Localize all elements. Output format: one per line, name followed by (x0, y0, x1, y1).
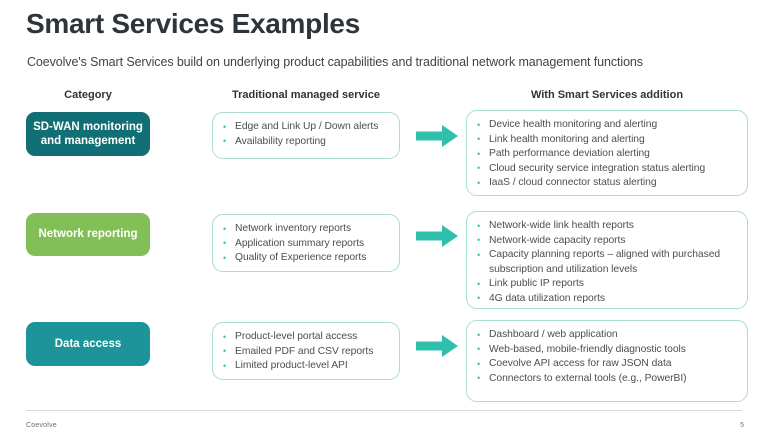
smart-service-box: Dashboard / web application Web-based, m… (466, 320, 748, 402)
bullet-list: Dashboard / web application Web-based, m… (475, 328, 737, 386)
list-item: Link public IP reports (475, 277, 737, 292)
list-item: Availability reporting (221, 134, 389, 150)
list-item: Product-level portal access (221, 330, 389, 345)
page-subtitle: Coevolve's Smart Services build on under… (27, 55, 643, 69)
list-item: Network-wide capacity reports (475, 233, 737, 249)
footer-page-number: 5 (740, 422, 744, 429)
category-badge-sdwan[interactable]: SD-WAN monitoring and management (26, 112, 150, 156)
bullet-list: Network-wide link health reports Network… (475, 219, 737, 307)
category-badge-label: Data access (54, 337, 122, 350)
column-header-traditional: Traditional managed service (232, 89, 380, 101)
list-item: Edge and Link Up / Down alerts (221, 120, 389, 135)
list-item: Path performance deviation alerting (475, 147, 737, 162)
traditional-service-box: Product-level portal access Emailed PDF … (212, 322, 400, 380)
bullet-list: Product-level portal access Emailed PDF … (221, 330, 389, 374)
column-header-smart: With Smart Services addition (530, 89, 684, 101)
arrow-right-icon (416, 125, 458, 147)
category-badge-data-access[interactable]: Data access (26, 322, 150, 366)
list-item: Capacity planning reports – aligned with… (475, 248, 737, 277)
list-item: Application summary reports (221, 236, 389, 252)
list-item: Link health monitoring and alerting (475, 132, 737, 148)
list-item: Cloud security service integration statu… (475, 161, 737, 177)
list-item: Network inventory reports (221, 222, 389, 237)
category-badge-label: Network reporting (38, 228, 138, 241)
category-badge-label: SD-WAN monitoring and management (33, 120, 143, 147)
category-badge-network-reporting[interactable]: Network reporting (26, 213, 150, 256)
list-item: Emailed PDF and CSV reports (221, 344, 389, 360)
list-item: Limited product-level API (221, 359, 389, 374)
column-header-category: Category (64, 89, 112, 101)
bullet-list: Device health monitoring and alerting Li… (475, 118, 737, 191)
list-item: Network-wide link health reports (475, 219, 737, 234)
list-item: Quality of Experience reports (221, 251, 389, 266)
traditional-service-box: Network inventory reports Application su… (212, 214, 400, 272)
list-item: Dashboard / web application (475, 328, 737, 343)
arrow-right-icon (416, 225, 458, 247)
footer-divider (26, 410, 742, 411)
footer-brand: Coevolve (26, 422, 57, 429)
list-item: Web-based, mobile-friendly diagnostic to… (475, 342, 737, 358)
arrow-right-icon (416, 335, 458, 357)
page-title: Smart Services Examples (26, 8, 360, 39)
bullet-list: Edge and Link Up / Down alerts Availabil… (221, 120, 389, 149)
list-item: 4G data utilization reports (475, 291, 737, 307)
smart-service-box: Device health monitoring and alerting Li… (466, 110, 748, 196)
list-item: Device health monitoring and alerting (475, 118, 737, 133)
bullet-list: Network inventory reports Application su… (221, 222, 389, 266)
list-item: Connectors to external tools (e.g., Powe… (475, 371, 737, 387)
list-item: Coevolve API access for raw JSON data (475, 357, 737, 372)
traditional-service-box: Edge and Link Up / Down alerts Availabil… (212, 112, 400, 159)
list-item: IaaS / cloud connector status alerting (475, 176, 737, 191)
smart-service-box: Network-wide link health reports Network… (466, 211, 748, 309)
